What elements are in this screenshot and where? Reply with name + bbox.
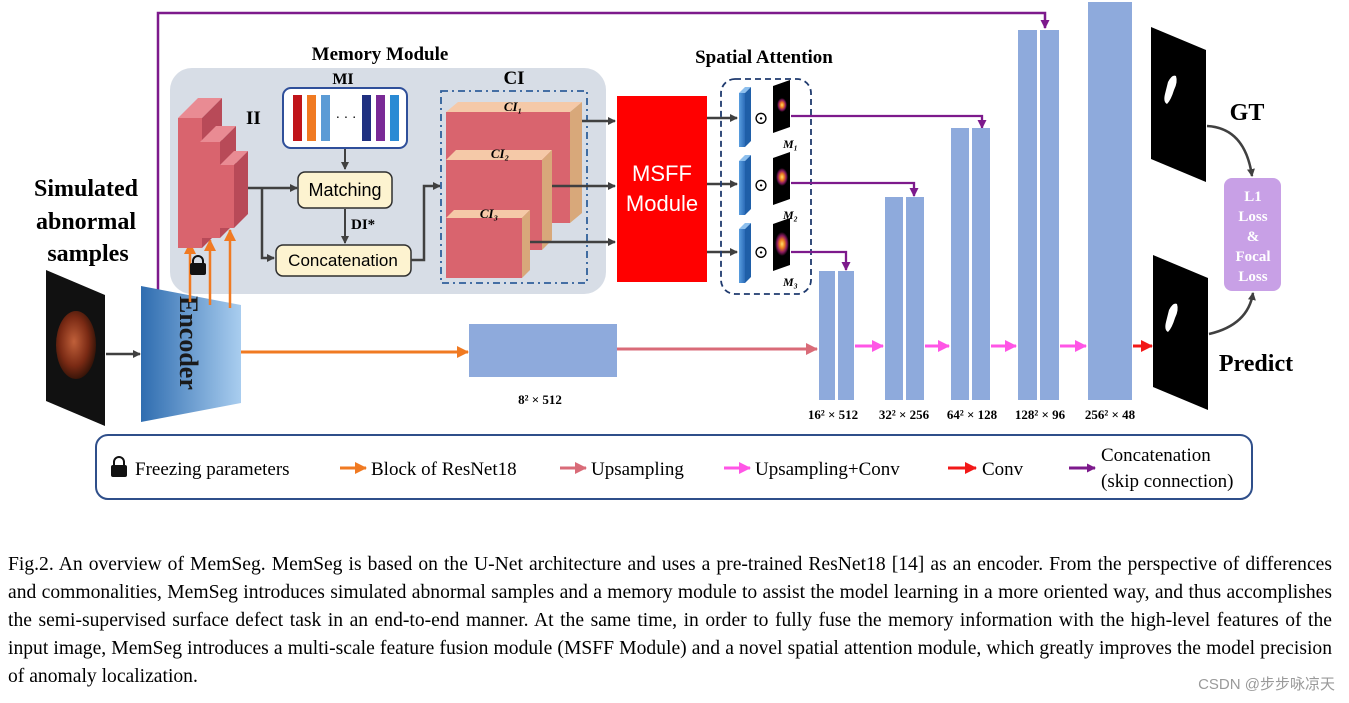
di-label: DI* — [351, 217, 375, 233]
msff-label-line1: MSFF — [632, 161, 692, 186]
mi-dots: · · · — [336, 111, 357, 126]
loss-label-2: Loss — [1238, 209, 1267, 225]
skip-connection-m2 — [791, 181, 919, 197]
gt-to-loss-arrow — [1206, 124, 1255, 177]
msff-module — [617, 96, 707, 282]
matching-box — [297, 171, 393, 209]
input-sample-image — [46, 270, 105, 426]
lock-icon — [190, 255, 206, 275]
decoder-dim-1: 16² × 512 — [808, 407, 858, 422]
watermark: CSDN @步步咏凉天 — [1198, 676, 1335, 693]
loss-label-1: L1 — [1244, 189, 1262, 205]
predict-mask-image — [1153, 255, 1208, 410]
ii-label: II — [246, 108, 261, 129]
loss-label-3: & — [1247, 229, 1260, 245]
decoder-block-3 — [951, 128, 990, 400]
spatial-attention-group — [720, 78, 812, 295]
encoder-label: Encoder — [174, 296, 203, 390]
decoder-block-5 — [1088, 2, 1132, 400]
ci-item-2-label: CI₂ — [491, 146, 509, 161]
mi-memory-bank — [282, 87, 408, 149]
decoder-dim-4: 128² × 96 — [1015, 407, 1066, 422]
skip-connection-m1 — [791, 114, 987, 129]
attn-feature-2 — [739, 155, 751, 215]
odot-symbol-3: ⊙ — [753, 242, 768, 262]
odot-symbol-2: ⊙ — [753, 175, 768, 195]
spatial-attention-title: Spatial Attention — [695, 47, 833, 68]
attention-map-3 — [773, 218, 790, 271]
attention-map-2-label: M₂ — [782, 208, 798, 222]
concatenation-label: Concatenation — [288, 251, 398, 270]
msff-label-line2: Module — [626, 191, 698, 216]
legend-label-concat: Concatenation — [1101, 445, 1211, 466]
input-label-line2: abnormal — [36, 209, 136, 235]
legend-label-upconv: Upsampling+Conv — [755, 459, 900, 480]
legend-label-conv: Conv — [982, 459, 1024, 480]
attention-map-1 — [773, 80, 790, 133]
legend-label-freezing: Freezing parameters — [135, 459, 290, 480]
ci-cube-3 — [446, 210, 530, 278]
ci-item-3-label: CI₃ — [480, 206, 498, 221]
decoder-block-2 — [885, 197, 924, 400]
input-label-line3: samples — [47, 241, 128, 267]
attention-map-3-label: M₃ — [782, 275, 798, 289]
legend-box — [95, 434, 1253, 500]
predict-label: Predict — [1219, 351, 1293, 377]
ii-feature-blocks — [178, 98, 248, 248]
memory-module-title: Memory Module — [312, 44, 449, 65]
bottleneck-block — [469, 324, 617, 377]
ii-to-concat-arrow — [260, 188, 275, 262]
loss-label-4: Focal — [1236, 249, 1271, 265]
bottleneck-dim: 8² × 512 — [518, 392, 562, 407]
gt-mask-image — [1151, 27, 1206, 182]
legend-label-upsampling: Upsampling — [591, 459, 684, 480]
encoder-block — [141, 286, 241, 422]
decoder-dim-5: 256² × 48 — [1085, 407, 1136, 422]
concat-to-ci-arrow — [411, 182, 441, 262]
attn-feature-1 — [739, 87, 751, 147]
figure-caption: Fig.2. An overview of MemSeg. MemSeg is … — [8, 554, 1332, 687]
legend-lock-icon — [111, 456, 127, 477]
legend-label-resnet: Block of ResNet18 — [371, 459, 517, 480]
decoder-block-1 — [819, 271, 854, 400]
mi-label: MI — [332, 71, 353, 88]
ci-label: CI — [503, 68, 524, 89]
gt-label: GT — [1230, 100, 1265, 126]
decoder-block-4 — [1018, 30, 1059, 400]
input-label-line1: Simulated — [34, 176, 139, 202]
attn-feature-3 — [739, 223, 751, 283]
loss-label-5: Loss — [1238, 269, 1267, 285]
attention-map-1-label: M₁ — [782, 137, 798, 151]
predict-to-loss-arrow — [1208, 292, 1256, 336]
skip-connection-top — [156, 11, 1050, 290]
attention-map-2 — [773, 152, 790, 205]
loss-box — [1224, 178, 1281, 291]
skip-connection-m3 — [791, 250, 851, 271]
odot-symbol-1: ⊙ — [753, 108, 768, 128]
decoder-dim-3: 64² × 128 — [947, 407, 998, 422]
legend-label-skip: (skip connection) — [1101, 471, 1233, 492]
matching-label: Matching — [308, 180, 381, 200]
decoder-dim-2: 32² × 256 — [879, 407, 930, 422]
ci-item-1-label: CI₁ — [504, 99, 522, 114]
